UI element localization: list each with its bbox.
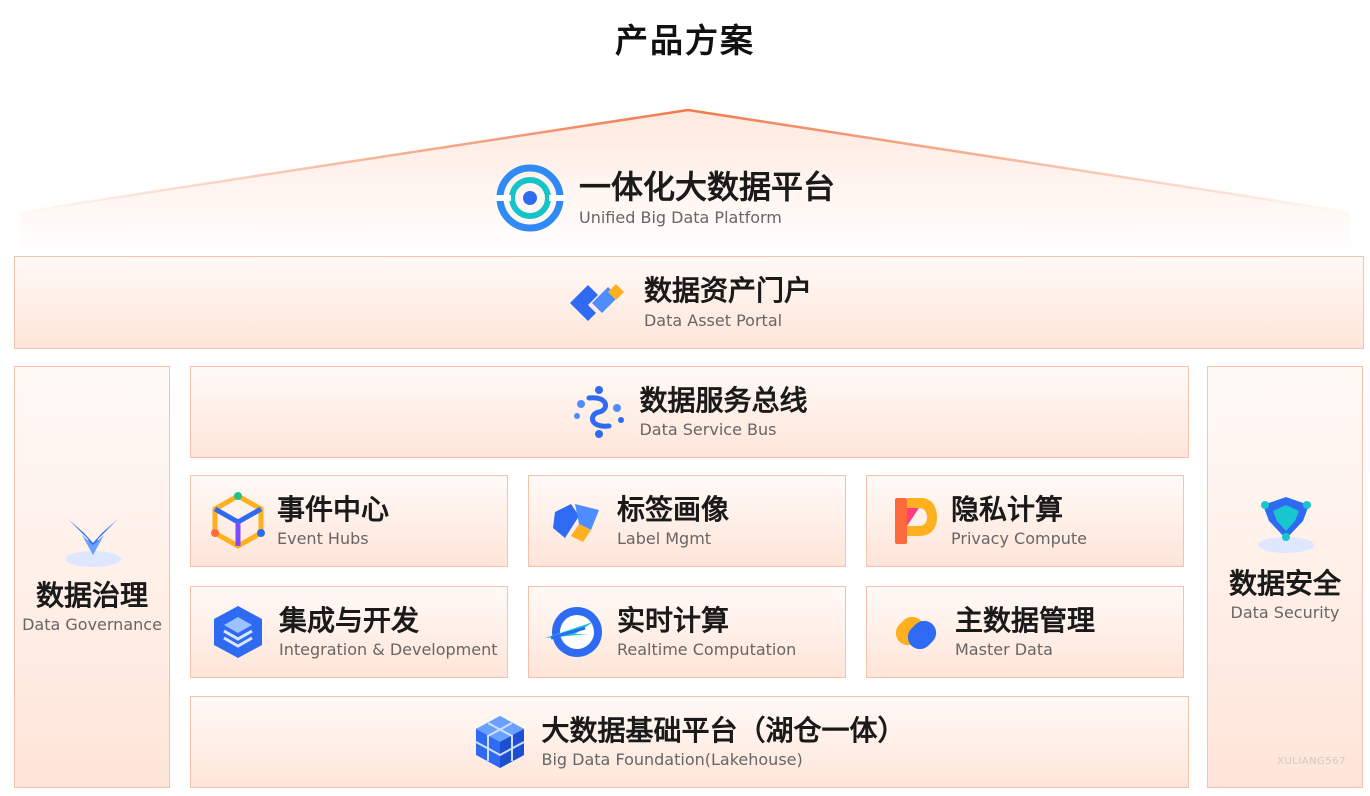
label-mgmt-icon (553, 504, 599, 542)
service-bus-subtitle: Data Service Bus (639, 420, 777, 440)
data-governance-pillar[interactable]: 数据治理 Data Governance (14, 366, 170, 788)
module-integration-development[interactable]: 集成与开发 Integration & Development (190, 586, 508, 678)
integration-icon (214, 606, 262, 658)
module-subtitle: Event Hubs (277, 529, 369, 549)
module-label-mgmt[interactable]: 标签画像 Label Mgmt (528, 475, 846, 567)
module-master-data[interactable]: 主数据管理 Master Data (866, 586, 1184, 678)
module-title: 隐私计算 (951, 492, 1064, 526)
module-title: 主数据管理 (955, 603, 1096, 637)
module-subtitle: Realtime Computation (617, 640, 797, 660)
data-security-pillar[interactable]: 数据安全 Data Security XULIANG567 (1207, 366, 1363, 788)
portal-icon (569, 283, 624, 321)
watermark: XULIANG567 (1277, 756, 1346, 767)
portal-subtitle: Data Asset Portal (643, 310, 783, 330)
module-subtitle: Label Mgmt (617, 529, 712, 549)
data-asset-portal-box[interactable]: 数据资产门户 Data Asset Portal (14, 256, 1364, 349)
service-bus-title: 数据服务总线 (639, 383, 808, 417)
security-title: 数据安全 (1228, 567, 1341, 600)
module-title: 事件中心 (277, 492, 390, 526)
governance-title: 数据治理 (35, 579, 148, 612)
module-title: 标签画像 (617, 492, 730, 526)
data-service-bus-box[interactable]: 数据服务总线 Data Service Bus (190, 366, 1189, 458)
module-subtitle: Master Data (955, 640, 1053, 660)
module-subtitle: Privacy Compute (951, 529, 1087, 549)
foundation-title: 大数据基础平台（湖仓一体） (541, 713, 906, 747)
module-event-hubs[interactable]: 事件中心 Event Hubs (190, 475, 508, 567)
module-title: 集成与开发 (279, 603, 420, 637)
portal-title: 数据资产门户 (643, 274, 812, 308)
foundation-subtitle: Big Data Foundation(Lakehouse) (541, 750, 803, 770)
privacy-compute-icon (895, 498, 937, 544)
module-realtime-computation[interactable]: 实时计算 Realtime Computation (528, 586, 846, 678)
platform-header: 一体化大数据平台 Unified Big Data Platform (495, 163, 835, 233)
roof-shape (19, 108, 1351, 255)
governance-icon (65, 519, 121, 567)
foundation-icon (476, 716, 525, 768)
module-subtitle: Integration & Development (279, 640, 498, 660)
big-data-foundation-box[interactable]: 大数据基础平台（湖仓一体） Big Data Foundation(Lakeho… (190, 696, 1189, 788)
platform-icon (495, 164, 565, 232)
service-bus-icon (574, 386, 625, 438)
security-icon (1258, 497, 1314, 553)
security-subtitle: Data Security (1230, 603, 1340, 623)
module-title: 实时计算 (617, 603, 730, 637)
master-data-icon (895, 616, 937, 650)
governance-subtitle: Data Governance (22, 615, 162, 635)
event-hubs-icon (211, 492, 265, 549)
platform-subtitle: Unified Big Data Platform (579, 208, 782, 228)
module-privacy-compute[interactable]: 隐私计算 Privacy Compute (866, 475, 1184, 567)
realtime-icon (545, 607, 602, 657)
platform-title: 一体化大数据平台 (579, 167, 836, 206)
page-title: 产品方案 (615, 21, 755, 60)
